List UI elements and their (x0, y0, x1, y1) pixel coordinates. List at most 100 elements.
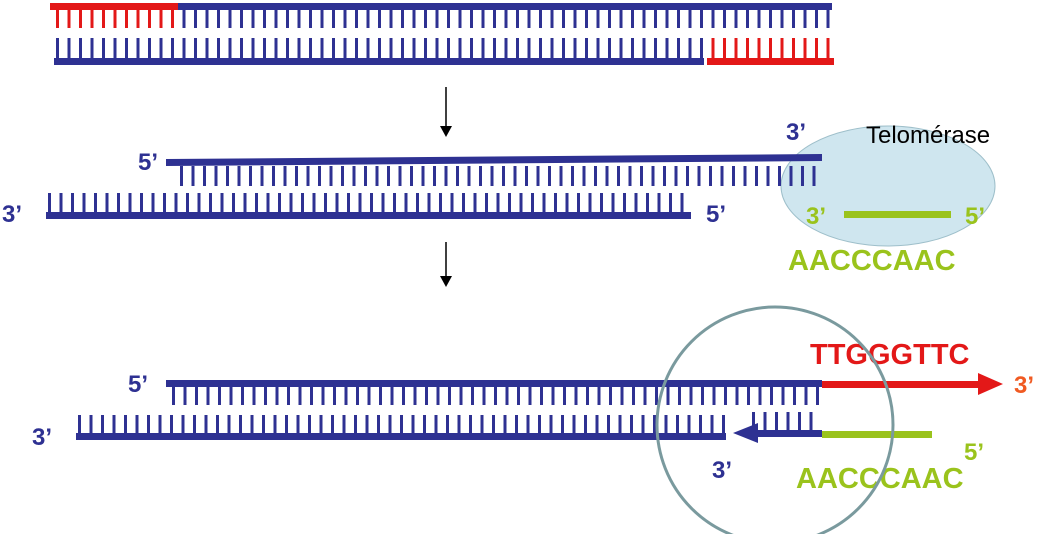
base-tooth (343, 38, 347, 58)
base-tooth (677, 10, 680, 28)
base-tooth (493, 10, 496, 28)
base-tooth (519, 193, 523, 212)
base-tooth (450, 193, 454, 212)
base-tooth (481, 38, 485, 58)
base-tooth (574, 387, 578, 405)
base-tooth (260, 166, 264, 186)
base-tooth (710, 415, 714, 433)
base-tooth (180, 166, 183, 186)
base-tooth (826, 38, 830, 58)
base-tooth (412, 10, 416, 28)
base-tooth (527, 38, 531, 58)
base-tooth (186, 193, 189, 212)
base-tooth (59, 193, 63, 212)
base-tooth (743, 166, 747, 186)
base-tooth (722, 415, 725, 433)
base-tooth (218, 387, 221, 405)
base-tooth (439, 193, 442, 212)
base-tooth (400, 415, 403, 433)
base-tooth (561, 415, 564, 433)
base-tooth (67, 10, 71, 28)
base-tooth (458, 38, 462, 58)
base-tooth (539, 10, 542, 28)
base-tooth (308, 415, 311, 433)
base-tooth (172, 387, 175, 405)
base-tooth (528, 387, 532, 405)
base-tooth (480, 415, 484, 433)
base-tooth (436, 387, 440, 405)
base-tooth (232, 193, 235, 212)
base-tooth (617, 166, 620, 186)
base-tooth (272, 166, 275, 186)
base-tooth (147, 415, 150, 433)
base-tooth (686, 166, 689, 186)
base-tooth (585, 10, 588, 28)
base-tooth (665, 38, 669, 58)
base-tooth (56, 10, 59, 28)
base-tooth (503, 415, 507, 433)
base-tooth (815, 10, 818, 28)
base-tooth (517, 387, 520, 405)
base-tooth (274, 38, 278, 58)
base-tooth (251, 10, 255, 28)
base-tooth (687, 415, 691, 433)
base-tooth (124, 415, 127, 433)
base-tooth (274, 10, 278, 28)
base-tooth (354, 415, 357, 433)
telomerase-label: Telomérase (866, 122, 990, 149)
base-tooth (527, 10, 531, 28)
base-tooth (194, 38, 197, 58)
base-tooth (425, 387, 428, 405)
base-tooth (56, 38, 59, 58)
base-tooth (763, 412, 767, 430)
step2-top-3prime-label: 3’ (786, 119, 806, 146)
base-tooth (82, 193, 86, 212)
base-tooth (393, 193, 396, 212)
base-tooth (113, 10, 117, 28)
base-tooth (618, 415, 622, 433)
step3-top-5prime-label: 5’ (128, 371, 148, 398)
base-tooth (319, 415, 323, 433)
base-tooth (193, 415, 196, 433)
base-tooth (471, 387, 474, 405)
base-tooth (571, 166, 574, 186)
base-tooth (711, 38, 715, 58)
base-tooth (364, 166, 367, 186)
base-tooth (102, 38, 105, 58)
base-tooth (250, 415, 254, 433)
base-tooth (266, 193, 270, 212)
base-tooth (766, 166, 770, 186)
step1-bottom-backbone-blue (54, 58, 704, 65)
base-tooth (538, 415, 541, 433)
base-tooth (735, 387, 739, 405)
base-tooth (611, 193, 615, 212)
step3-template-5prime-label: 5’ (964, 439, 984, 466)
base-tooth (332, 38, 335, 58)
base-tooth (355, 10, 358, 28)
base-tooth (249, 166, 252, 186)
base-tooth (435, 38, 439, 58)
base-tooth (285, 415, 288, 433)
base-tooth (136, 38, 140, 58)
base-tooth (459, 387, 463, 405)
base-tooth (496, 193, 500, 212)
base-tooth (734, 38, 738, 58)
step-arrow-2 (440, 242, 452, 287)
base-tooth (387, 166, 390, 186)
base-tooth (473, 193, 477, 212)
base-tooth (608, 38, 611, 58)
base-tooth (550, 10, 554, 28)
step2-top-backbone (166, 154, 822, 166)
base-tooth (469, 415, 472, 433)
base-tooth (770, 387, 773, 405)
base-tooth (559, 166, 563, 186)
base-tooth (747, 387, 750, 405)
base-tooth (278, 193, 281, 212)
base-tooth (332, 10, 335, 28)
base-tooth (577, 193, 580, 212)
base-tooth (217, 38, 220, 58)
base-tooth (448, 387, 451, 405)
base-tooth (344, 387, 348, 405)
step1-top-backbone-red (50, 3, 178, 10)
base-tooth (513, 166, 517, 186)
